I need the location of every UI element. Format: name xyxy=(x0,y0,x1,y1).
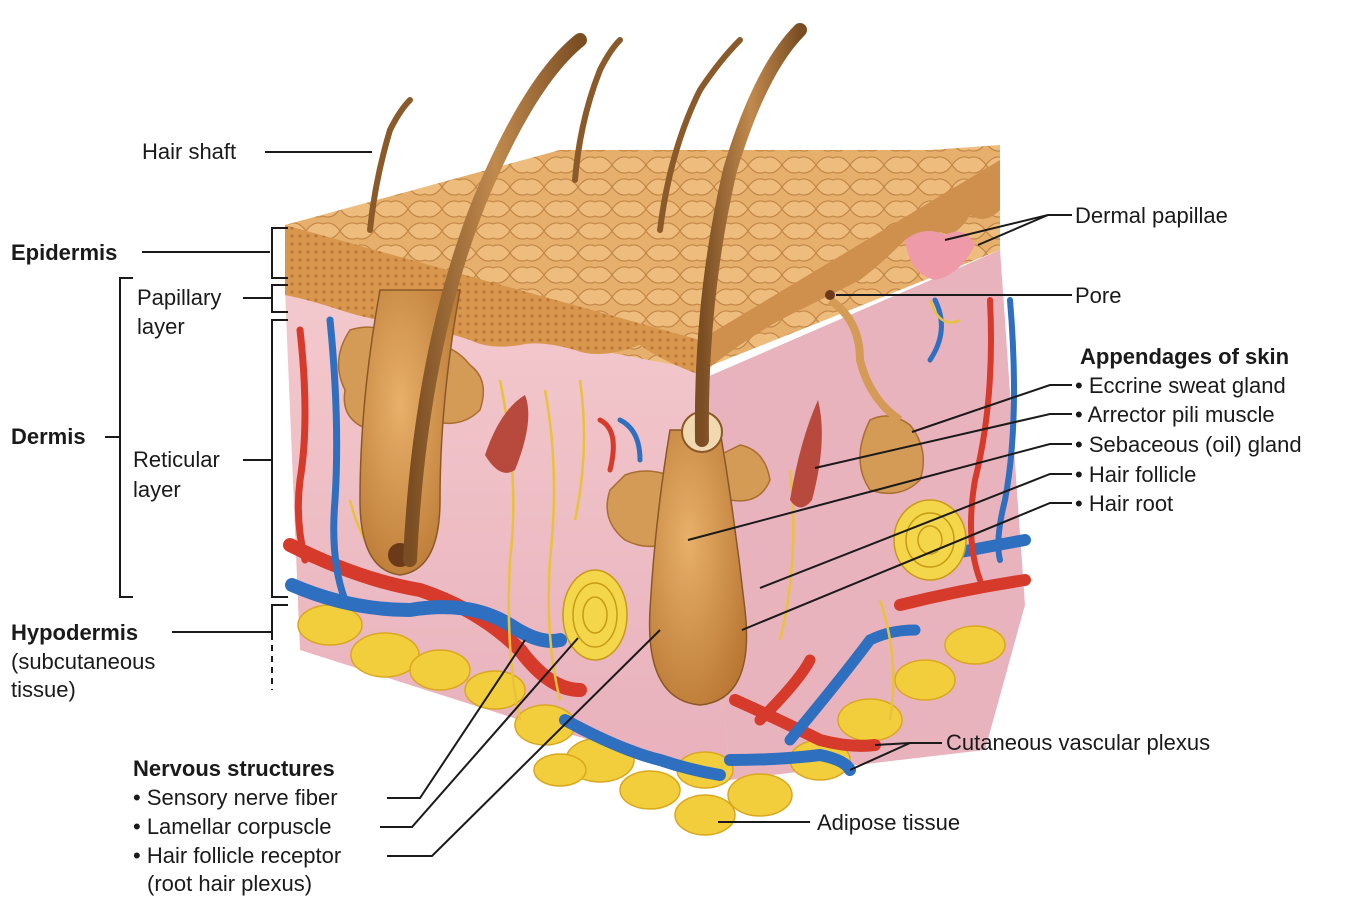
label-dermal-papillae: Dermal papillae xyxy=(1075,203,1228,228)
label-dermis: Dermis xyxy=(11,424,86,449)
appendage-arrector-pili-muscle: • Arrector pili muscle xyxy=(1075,402,1275,427)
label-cutaneous-vascular-plexus: Cutaneous vascular plexus xyxy=(946,730,1210,755)
label-adipose-tissue: Adipose tissue xyxy=(817,810,960,835)
label-pore: Pore xyxy=(1075,283,1121,308)
nervous-hair-follicle-receptor: • Hair follicle receptor xyxy=(133,843,341,868)
appendage-eccrine-sweat-gland: • Eccrine sweat gland xyxy=(1075,373,1286,398)
label-papillary-layer-1: Papillary xyxy=(137,285,221,310)
label-hypodermis-sub-2: tissue) xyxy=(11,677,76,702)
label-epidermis: Epidermis xyxy=(11,240,117,265)
label-papillary-layer-2: layer xyxy=(137,314,185,339)
bracket-hypodermis xyxy=(272,605,288,640)
label-hypodermis-sub-1: (subcutaneous xyxy=(11,649,155,674)
label-reticular-layer-1: Reticular xyxy=(133,447,220,472)
appendages-heading: Appendages of skin xyxy=(1080,344,1289,369)
nervous-root-hair-plexus: (root hair plexus) xyxy=(147,871,312,896)
appendage-hair-root: • Hair root xyxy=(1075,491,1173,516)
appendage-hair-follicle: • Hair follicle xyxy=(1075,462,1196,487)
pore-opening xyxy=(825,290,835,300)
nervous-sensory-nerve-fiber: • Sensory nerve fiber xyxy=(133,785,338,810)
nervous-heading: Nervous structures xyxy=(133,756,335,781)
label-hair-shaft: Hair shaft xyxy=(142,139,236,164)
bracket-dermis xyxy=(120,278,133,597)
appendage-sebaceous-gland: • Sebaceous (oil) gland xyxy=(1075,432,1302,457)
bracket-reticular xyxy=(272,320,288,597)
nervous-lamellar-corpuscle: • Lamellar corpuscle xyxy=(133,814,331,839)
label-reticular-layer-2: layer xyxy=(133,477,181,502)
label-hypodermis: Hypodermis xyxy=(11,620,138,645)
skin-block-illustration xyxy=(285,30,1025,835)
